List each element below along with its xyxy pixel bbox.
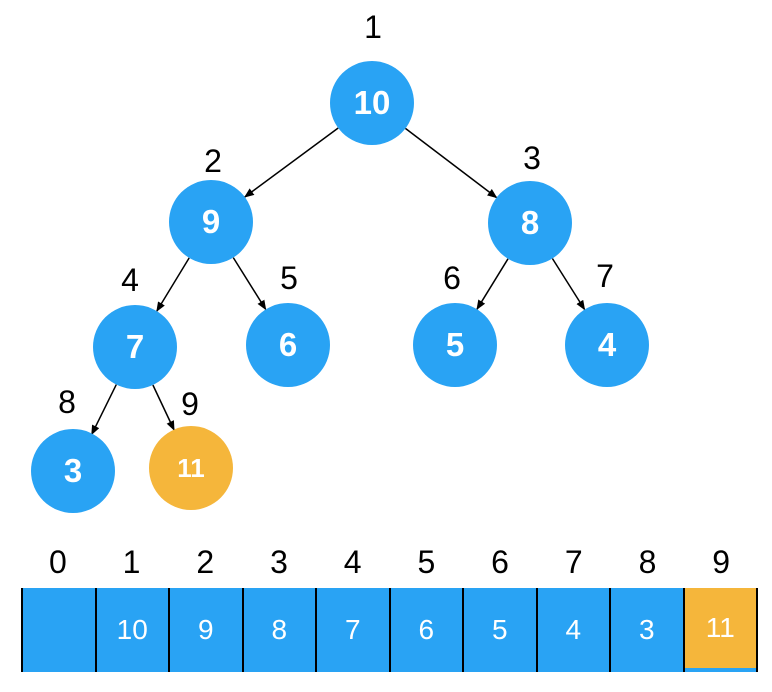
tree-node-8: 8 <box>488 181 572 265</box>
tree-node-5: 5 <box>413 303 497 387</box>
array-index-label-0: 0 <box>48 544 67 580</box>
edge-8-4 <box>551 258 586 311</box>
array-cell-3: 8 <box>241 588 315 672</box>
edge-8-5 <box>476 258 509 311</box>
array-cell-0 <box>21 588 95 672</box>
array-index-label-4: 4 <box>343 544 362 580</box>
edge-7-3 <box>91 384 117 436</box>
tree-position-label-2: 2 <box>204 143 222 179</box>
tree-position-label-7: 7 <box>596 258 614 294</box>
edge-7-11 <box>152 384 175 431</box>
tree-node-6: 6 <box>246 303 330 387</box>
array-cell-9: 11 <box>682 588 758 672</box>
edge-10-8 <box>404 127 498 199</box>
array-cell-5: 6 <box>388 588 462 672</box>
tree-position-label-8: 8 <box>58 384 76 420</box>
array-index-label-5: 5 <box>417 544 436 580</box>
edge-9-6 <box>232 257 267 311</box>
array-cell-1: 10 <box>94 588 168 672</box>
edge-10-9 <box>243 127 339 198</box>
array-cell-7: 4 <box>535 588 609 672</box>
array-index-label-1: 1 <box>122 544 141 580</box>
array-index-label-7: 7 <box>564 544 583 580</box>
array-cell-6: 5 <box>462 588 536 672</box>
array-index-label-3: 3 <box>270 544 288 580</box>
tree-position-label-5: 5 <box>280 260 298 296</box>
edge-9-7 <box>156 257 190 312</box>
tree-position-label-6: 6 <box>443 260 461 296</box>
tree-node-11-highlighted: 11 <box>149 426 233 510</box>
tree-position-label-4: 4 <box>121 262 139 298</box>
array-index-label-9: 9 <box>712 544 731 580</box>
heap-array: 10 9 8 7 6 5 4 3 11 <box>21 588 758 672</box>
tree-node-4: 4 <box>565 303 649 387</box>
tree-position-label-9: 9 <box>181 386 199 422</box>
array-index-row: 0 1 2 3 4 5 6 7 8 9 <box>21 546 758 578</box>
array-cell-4: 7 <box>315 588 389 672</box>
tree-node-7: 7 <box>93 305 177 389</box>
tree-node-10: 10 <box>330 61 414 145</box>
array-index-label-2: 2 <box>196 544 215 580</box>
tree-edges-svg <box>91 127 586 436</box>
tree-node-9: 9 <box>169 180 253 264</box>
array-index-label-8: 8 <box>638 544 657 580</box>
tree-node-3: 3 <box>31 429 115 513</box>
array-index-label-6: 6 <box>491 544 509 580</box>
array-cell-8: 3 <box>609 588 683 672</box>
array-cell-2: 9 <box>168 588 242 672</box>
array-cell-9-highlight: 11 <box>684 588 756 668</box>
tree-position-label-1: 1 <box>364 9 382 45</box>
tree-position-label-3: 3 <box>523 140 541 176</box>
